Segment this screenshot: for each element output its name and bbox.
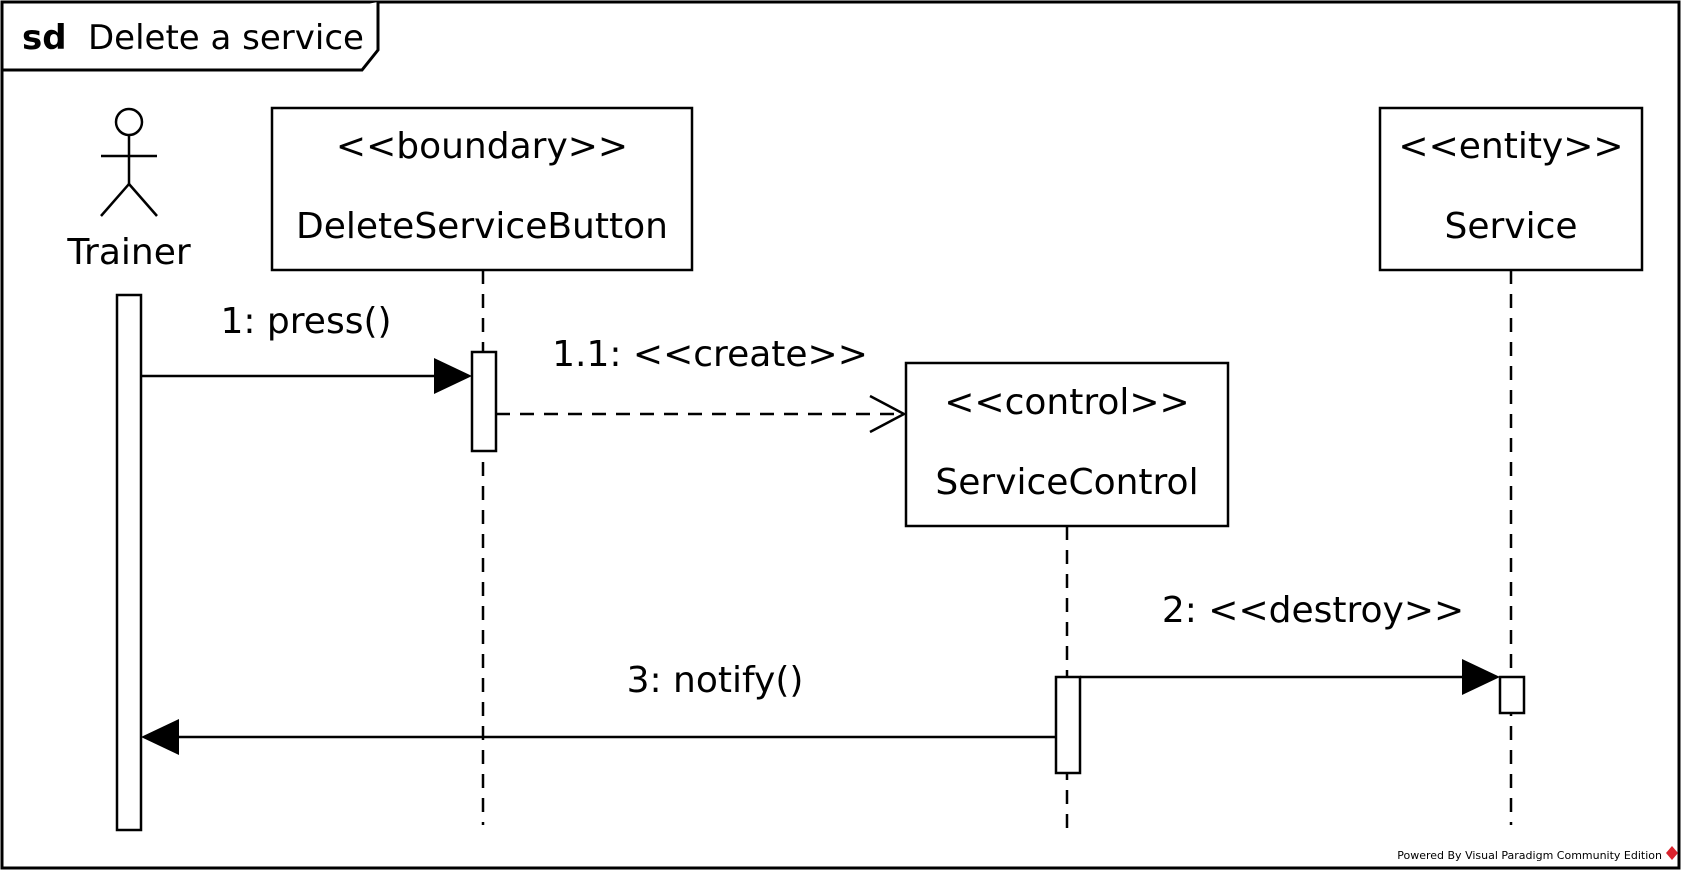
participant-name: ServiceControl (935, 462, 1198, 503)
actor-trainer: Trainer (66, 107, 191, 273)
participant-stereotype: <<boundary>> (336, 126, 628, 167)
activation-control (1054, 675, 1082, 775)
actor-left-leg (100, 183, 130, 217)
participant-box (1378, 106, 1644, 272)
message-destroy: 2: <<destroy>> (1080, 590, 1500, 695)
participant-name: Service (1444, 206, 1577, 247)
participant-box (904, 361, 1230, 528)
lifeline-head-button: <<boundary>> DeleteServiceButton (270, 106, 694, 272)
message-arrowhead (141, 719, 179, 755)
actor-right-leg (128, 183, 158, 217)
actor-name: Trainer (66, 232, 191, 273)
message-label: 1.1: <<create>> (552, 334, 868, 375)
activation-service (1498, 675, 1526, 715)
message-label: 3: notify() (627, 660, 804, 701)
frame-tab (2, 2, 380, 72)
message-arrowhead (434, 358, 472, 394)
lifeline-head-service: <<entity>> Service (1378, 106, 1644, 272)
participant-name: DeleteServiceButton (296, 206, 668, 247)
participant-stereotype: <<entity>> (1398, 126, 1623, 167)
message-arrowhead (1462, 659, 1500, 695)
message-create: 1.1: <<create>> (496, 334, 907, 434)
activation-trainer (115, 293, 143, 832)
participant-stereotype: <<control>> (944, 382, 1189, 423)
message-label: 1: press() (220, 301, 391, 342)
message-arrowhead (869, 394, 907, 434)
message-press: 1: press() (141, 301, 472, 394)
actor-head (114, 107, 144, 137)
participant-box (270, 106, 694, 272)
message-notify: 3: notify() (141, 660, 1056, 755)
frame-keyword: sd (22, 18, 67, 58)
watermark-text: Powered By Visual Paradigm Community Edi… (1397, 849, 1662, 862)
activation-button (470, 350, 498, 453)
visual-paradigm-logo-icon (1666, 846, 1678, 860)
message-label: 2: <<destroy>> (1162, 590, 1464, 631)
lifeline-head-control: <<control>> ServiceControl (904, 361, 1230, 528)
frame-title: Delete a service (88, 18, 364, 58)
